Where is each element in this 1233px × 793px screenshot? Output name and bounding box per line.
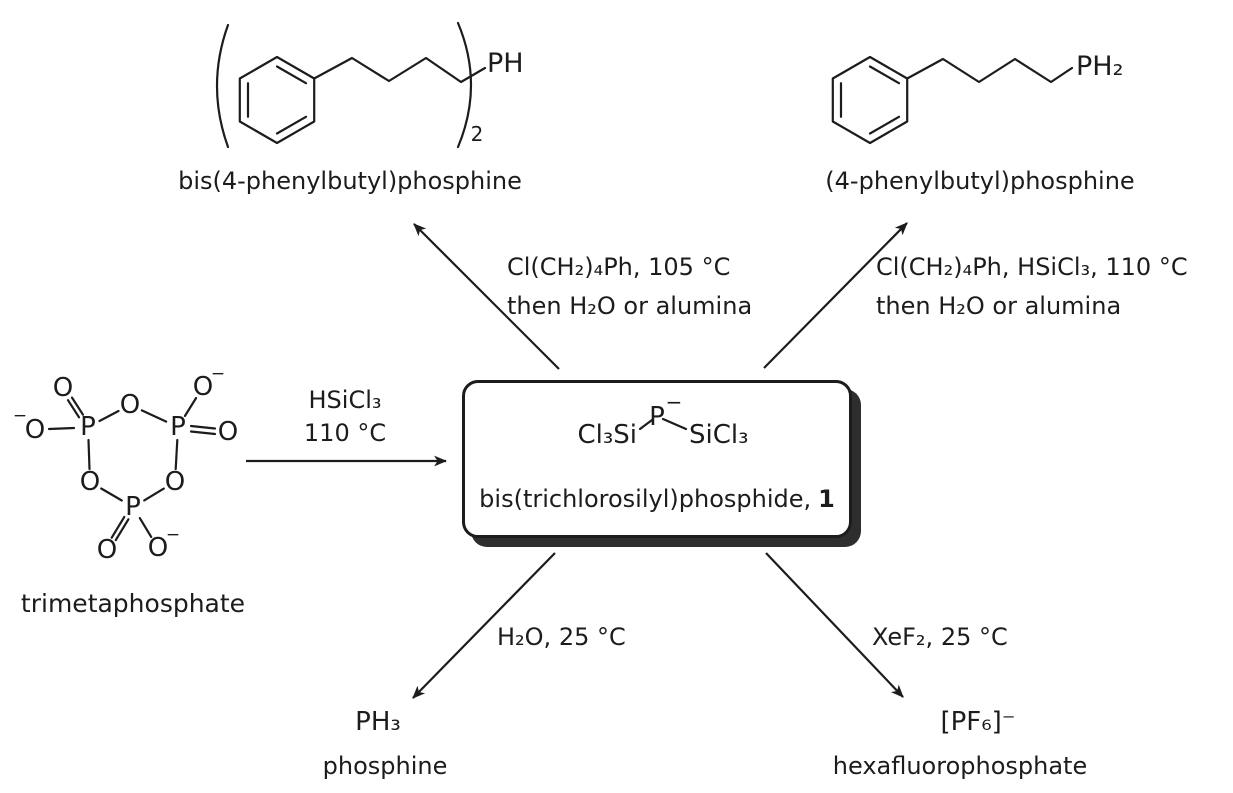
trimetaphosphate-name: trimetaphosphate — [20, 589, 246, 618]
butyl-chain — [313, 56, 487, 84]
minus-charge: − — [211, 364, 225, 384]
silyl-right-label: SiCl₃ — [689, 420, 749, 450]
conditions-bottom-right: XeF₂, 25 °C — [872, 623, 1008, 651]
compound-1-number: 1 — [818, 485, 835, 513]
o-atom: O — [193, 372, 213, 402]
phosphine-name: phosphine — [322, 752, 448, 780]
p-atom: P — [80, 412, 96, 442]
ph-group-label: PH — [487, 48, 524, 79]
paren-left — [215, 23, 230, 149]
conditions-top-left-line2: then H₂O or alumina — [507, 292, 753, 320]
o-atom: O — [218, 417, 238, 447]
phosphide-charge: − — [666, 390, 683, 414]
p-si-bonds — [638, 417, 688, 431]
oxide-single-bonds — [47, 396, 198, 538]
bis-phenylbutyl-phosphine-structure: PH 2 — [215, 21, 524, 149]
p-atom: P — [125, 492, 141, 522]
o-atom: O — [165, 467, 185, 497]
benzene-ring — [831, 55, 909, 145]
conditions-top-right: Cl(CH₂)₄Ph, HSiCl₃, 110 °C then H₂O or a… — [876, 248, 1188, 326]
phenylbutyl-phosphine-name: (4-phenylbutyl)phosphine — [825, 167, 1135, 195]
butyl-chain — [906, 57, 1074, 84]
ph3-formula: PH₃ — [355, 707, 401, 737]
ph2-group-label: PH₂ — [1076, 51, 1123, 82]
arrow-1-to-ph3 — [412, 552, 556, 699]
phosphorus-label: P — [649, 402, 665, 432]
hexafluorophosphate-name: hexafluorophosphate — [832, 752, 1088, 780]
pf6-formula: [PF₆]⁻ — [940, 707, 1016, 737]
conditions-forming-1-line2: 110 °C — [303, 419, 387, 447]
phosphorus-atoms: P P P — [80, 412, 186, 522]
o-atom: O — [25, 415, 45, 445]
conditions-bottom-left: H₂O, 25 °C — [497, 623, 626, 651]
o-atom: O — [97, 535, 117, 565]
compound-1-box: Cl₃Si P − SiCl₃ bis(trichlorosilyl)phosp… — [462, 380, 852, 538]
phenylbutyl-phosphine-structure: PH₂ — [831, 51, 1123, 145]
paren-multiplier: 2 — [471, 122, 484, 146]
bis-phenylbutyl-phosphine-name: bis(4-phenylbutyl)phosphine — [178, 167, 522, 195]
o-atom: O — [53, 373, 73, 403]
conditions-forming-1: HSiCl₃ 110 °C — [304, 384, 386, 450]
paren-right — [456, 21, 473, 149]
arrow-1-to-pf6 — [765, 552, 904, 698]
o-atom: O — [120, 390, 140, 420]
trimetaphosphate-structure: P P P O O O O O O O O O − − − — [13, 364, 238, 565]
bis-trichlorosilyl-phosphide-structure: Cl₃Si P − SiCl₃ — [577, 390, 749, 450]
p-atom: P — [170, 412, 186, 442]
compound-1-caption: bis(trichlorosilyl)phosphide,1 — [465, 485, 849, 513]
arrow-1-to-mono-phosphine — [763, 222, 908, 369]
silyl-left-label: Cl₃Si — [577, 420, 637, 450]
arrow-1-to-bis-phosphine — [413, 223, 560, 370]
conditions-top-left: Cl(CH₂)₄Ph, 105 °C then H₂O or alumina — [507, 248, 752, 326]
phosphate-ring-bonds — [87, 409, 179, 502]
conditions-forming-1-line1: HSiCl₃ — [308, 386, 382, 414]
negative-charges: − − − — [13, 364, 225, 545]
compound-1-name: bis(trichlorosilyl)phosphide, — [479, 485, 812, 513]
minus-charge: − — [166, 525, 180, 545]
benzene-ring — [238, 55, 316, 145]
phosphoryl-double-bonds — [66, 396, 217, 542]
conditions-top-left-line1: Cl(CH₂)₄Ph, 105 °C — [507, 253, 731, 281]
minus-charge: − — [13, 406, 27, 426]
conditions-top-right-line1: Cl(CH₂)₄Ph, HSiCl₃, 110 °C — [876, 253, 1188, 281]
conditions-top-right-line2: then H₂O or alumina — [876, 292, 1122, 320]
oxygen-atoms: O O O O O O O O O — [25, 372, 238, 565]
o-atom: O — [80, 467, 100, 497]
o-atom: O — [148, 533, 168, 563]
